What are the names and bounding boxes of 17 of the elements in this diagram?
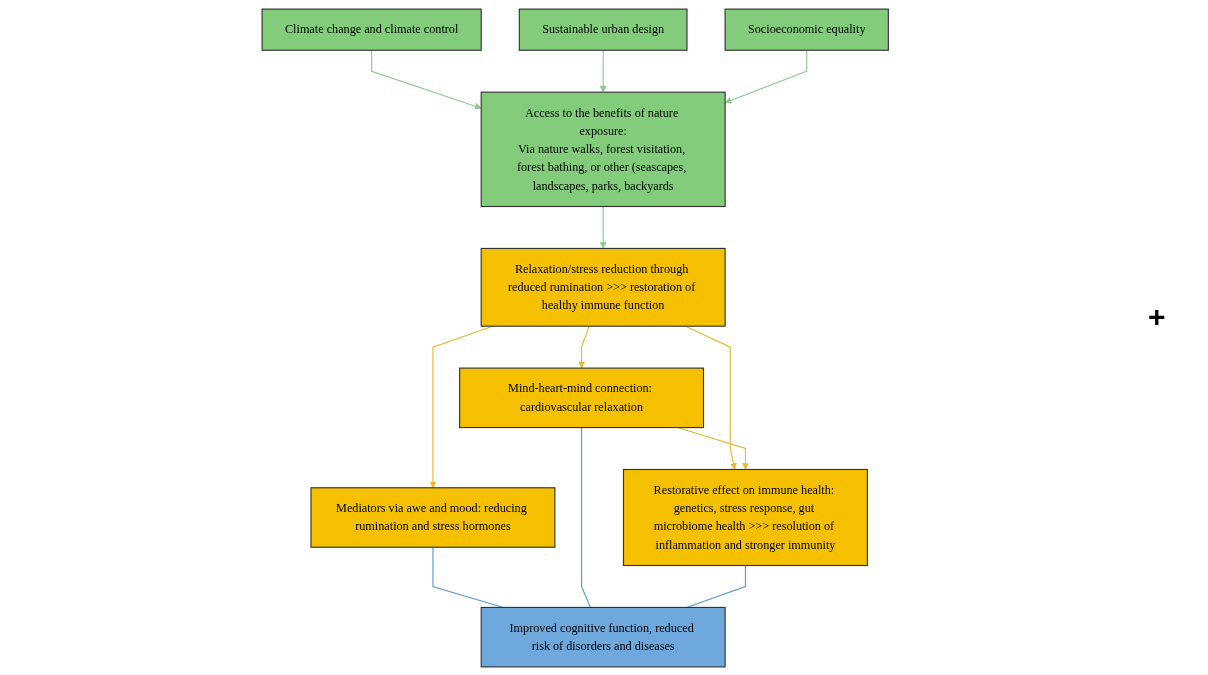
node-box: Access to the benefits of nature exposure: Via nature walks, forest visitation, forest bathing, or other (seascapes, landscapes, parks, backyards <box>480 91 726 207</box>
node-box: Improved cognitive function, reduced risk of disorders and diseases <box>480 606 726 667</box>
arrow <box>599 49 607 92</box>
arrow <box>724 49 808 103</box>
node-box: Restorative effect on immune health: genetics, stress response, gut microbiome health >>> resolution of inflammation and stronger immunity <box>622 468 868 566</box>
node-box: Relaxation/stress reduction through reduced rumination >>> restoration of healthy immune function <box>480 247 726 327</box>
node-box: Sustainable urban design <box>518 8 688 51</box>
node-box: Mediators via awe and mood: reducing rumination and stress hormones <box>310 486 556 548</box>
node-box: Mind-heart-mind connection: cardiovascular relaxation <box>458 367 704 428</box>
arrow <box>429 325 493 488</box>
plus-sign: + <box>1148 300 1167 334</box>
node-box: Socioeconomic equality <box>724 8 889 51</box>
arrow <box>684 325 737 470</box>
arrow <box>599 205 607 249</box>
node-box: Climate change and climate control <box>261 8 482 51</box>
connector <box>580 426 591 608</box>
arrow <box>578 325 590 368</box>
